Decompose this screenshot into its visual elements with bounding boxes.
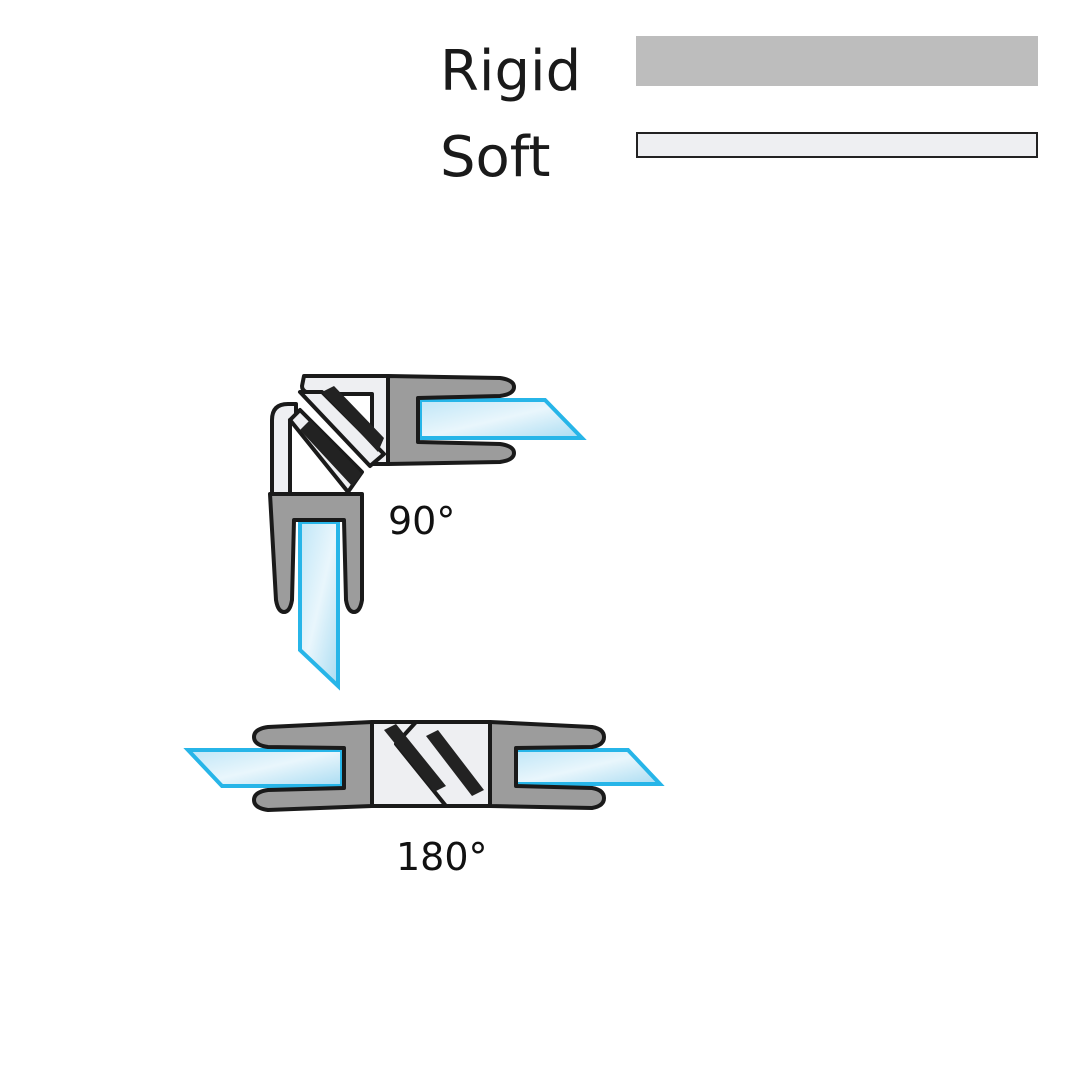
corner-angle-label: 90° [388,499,456,543]
rigid-u-profile-bottom [268,492,364,614]
glass-pane-right [514,748,665,786]
glass-pane-left [183,748,344,788]
magnet-strip-upper [322,386,384,452]
diagonal-seal-outer [298,390,386,468]
soft-connector-left [270,402,298,496]
magnet-strip-lower [300,420,362,486]
corner-90-diagram [268,374,587,691]
glass-pane-vertical [298,520,340,691]
magnet-strip-180-right [426,730,484,796]
rigid-u-profile-left [252,720,374,812]
glass-pane-horizontal [418,398,587,440]
inline-angle-label: 180° [396,835,488,879]
rigid-u-profile-right [386,374,516,466]
rigid-u-profile-right-180 [488,720,606,810]
legend-label-rigid: Rigid [440,39,582,104]
legend-swatch-soft [636,132,1038,158]
legend-swatch-rigid [636,36,1038,86]
legend-label-soft: Soft [440,125,551,190]
inline-180-diagram [183,720,665,812]
magnet-strip-180-left [384,724,446,792]
